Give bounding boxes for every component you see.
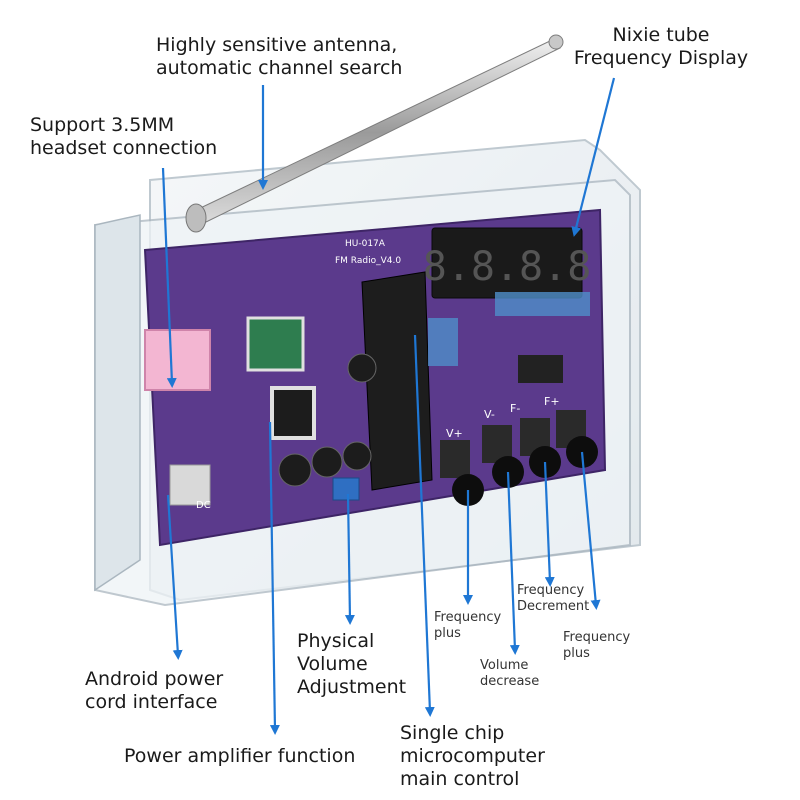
arrow-vol-decrease xyxy=(506,471,520,655)
callout-freq-decrement-line2: Decrement xyxy=(517,598,590,614)
callout-volume-adj-line2: Volume xyxy=(297,652,368,675)
volume-potentiometer xyxy=(332,477,360,501)
callout-mcu-line1: Single chip xyxy=(400,722,505,744)
arrow-amplifier xyxy=(268,421,280,735)
callout-amplifier: Power amplifier function xyxy=(124,745,355,768)
arrow-mcu xyxy=(413,334,435,717)
callout-antenna: Highly sensitive antenna, automatic chan… xyxy=(156,34,402,80)
antenna xyxy=(185,34,564,233)
callout-android-line2: cord interface xyxy=(85,690,218,713)
callout-volume-adj: Physical Volume Adjustment xyxy=(297,630,406,698)
dc-port: DC xyxy=(169,464,211,511)
mcu-chip xyxy=(361,271,433,491)
callout-android: Android power cord interface xyxy=(85,668,223,714)
board-code: HU-017A xyxy=(345,239,386,249)
small-ic xyxy=(518,355,563,383)
nixie-display: 8.8.8.8 xyxy=(423,227,592,299)
callout-arrows xyxy=(161,77,616,735)
callout-freq-plus-2: Frequency plus xyxy=(563,630,630,661)
resistors xyxy=(428,292,590,366)
callout-mcu-line2: microcomputer xyxy=(400,744,545,767)
arrow-nixie xyxy=(571,77,616,237)
headset-jack xyxy=(144,329,211,391)
callout-freq-decrement-line1: Frequency xyxy=(517,583,585,598)
callout-nixie: Nixie tube Frequency Display xyxy=(562,24,760,70)
callout-headset: Support 3.5MM headset connection xyxy=(30,114,217,160)
button-label-fplus: F+ xyxy=(544,395,560,408)
arrow-freq-decrement xyxy=(543,461,555,587)
button-label-vplus: V+ xyxy=(446,427,463,440)
arrow-volume-adj xyxy=(344,493,355,625)
callout-volume-adj-line1: Physical xyxy=(297,630,375,652)
callout-headset-line1: Support 3.5MM xyxy=(30,114,175,136)
callout-freq-plus-1-line2: plus xyxy=(434,625,461,641)
arrow-headset xyxy=(161,167,177,388)
button-label-vminus: V- xyxy=(484,408,495,421)
callout-antenna-line1: Highly sensitive antenna, xyxy=(156,34,398,56)
callout-headset-line2: headset connection xyxy=(30,136,218,159)
fm-module xyxy=(246,316,305,372)
display-digits: 8.8.8.8 xyxy=(423,244,592,290)
callout-mcu: Single chip microcomputer main control xyxy=(400,722,545,790)
callout-nixie-line2: Frequency Display xyxy=(573,46,749,69)
callout-vol-decrease-line1: Volume xyxy=(480,658,529,673)
callout-nixie-line1: Nixie tube xyxy=(612,24,710,46)
button-label-fminus: F- xyxy=(510,402,520,415)
callout-mcu-line3: main control xyxy=(400,767,520,790)
arrow-freq-plus-2 xyxy=(580,451,601,610)
board-title: FM Radio_V4.0 xyxy=(335,256,401,266)
callout-volume-adj-line3: Adjustment xyxy=(297,675,407,698)
callout-freq-decrement: Frequency Decrement xyxy=(517,583,589,614)
callout-android-line1: Android power xyxy=(85,668,224,690)
callout-freq-plus-1: Frequency plus xyxy=(434,610,501,641)
callout-freq-plus-1-line1: Frequency xyxy=(434,610,502,625)
dc-label: DC xyxy=(196,500,211,511)
callout-freq-plus-2-line2: plus xyxy=(563,645,590,661)
callout-amplifier-line1: Power amplifier function xyxy=(124,745,356,767)
arrow-android xyxy=(166,494,183,660)
callout-vol-decrease-line2: decrease xyxy=(480,673,540,689)
callout-freq-plus-2-line1: Frequency xyxy=(563,630,631,645)
amplifier-chip xyxy=(270,386,316,440)
callout-vol-decrease: Volume decrease xyxy=(480,658,539,689)
capacitors xyxy=(278,353,377,487)
callout-antenna-line2: automatic channel search xyxy=(156,56,403,79)
